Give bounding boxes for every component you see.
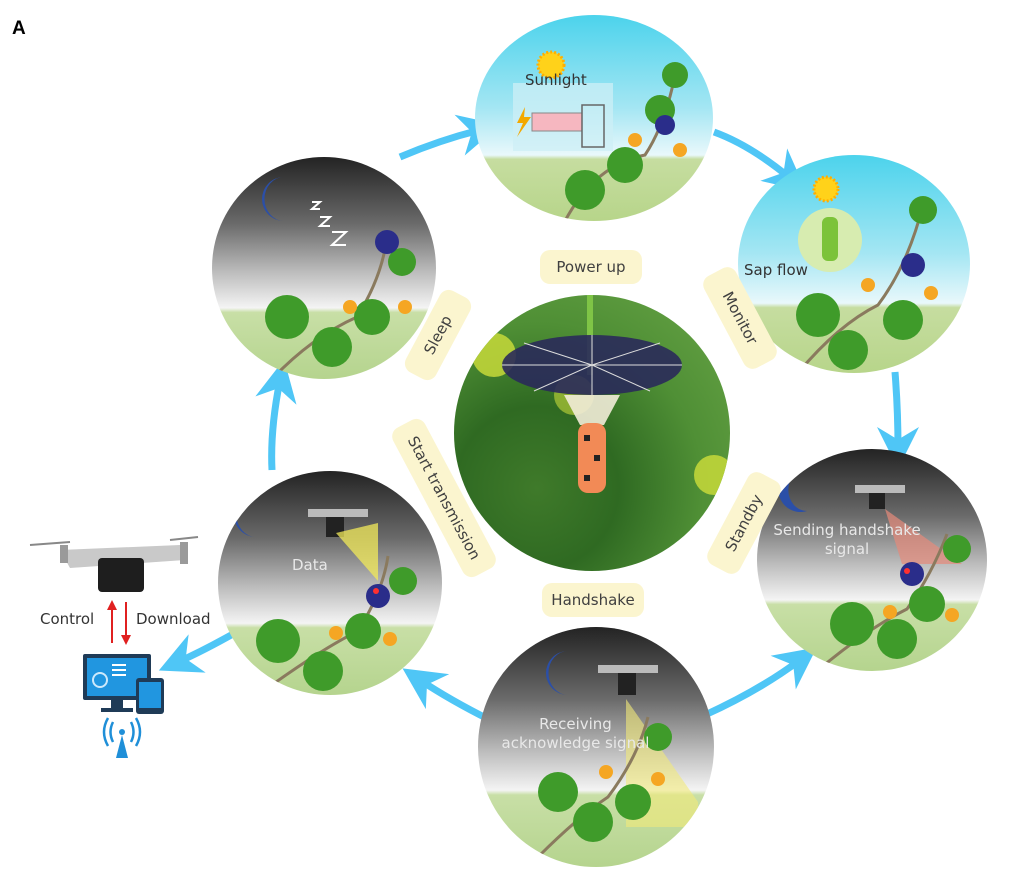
panel-label: A xyxy=(12,18,26,39)
antenna-tower-icon xyxy=(102,717,142,758)
arrow-monitor-to-standby xyxy=(876,371,919,469)
tag-power-up: Power up xyxy=(540,250,642,284)
arrow-standby-to-handshake xyxy=(703,647,817,719)
data-beam-icon xyxy=(336,523,378,581)
scene-start-transmission: Data xyxy=(218,471,442,695)
arrow-powerup-to-monitor xyxy=(712,128,807,192)
plant-icon xyxy=(816,533,949,671)
flower-sensor-photo xyxy=(454,295,730,571)
zzz-icon xyxy=(309,201,349,246)
scene-standby: Sending handshake signal xyxy=(757,449,987,671)
moon-icon xyxy=(778,468,807,512)
lightning-icon xyxy=(517,107,531,137)
drone-icon xyxy=(598,665,658,695)
drone-icon xyxy=(855,485,905,509)
plant-icon xyxy=(796,204,925,373)
sun-icon xyxy=(812,175,840,203)
download-label: Download xyxy=(136,610,211,628)
scene-power-up: Sunlight xyxy=(475,15,713,221)
scene-monitor: Sap flow xyxy=(738,155,970,373)
sun-icon xyxy=(536,50,566,80)
plant-icon xyxy=(536,716,650,859)
tablet-icon xyxy=(136,678,164,714)
scene-text-handshake-signal: Sending handshake signal xyxy=(773,521,921,558)
scene-text-data: Data xyxy=(292,556,328,574)
sensor-cylinder-icon xyxy=(822,217,838,261)
scene-text-acknowledge-signal: Receiving acknowledge signal xyxy=(501,715,650,752)
computer-monitor-icon xyxy=(83,654,151,712)
scene-sleep xyxy=(212,157,436,379)
drone-icon xyxy=(308,509,368,537)
arrow-sleep-to-powerup xyxy=(398,114,501,161)
scene-text-sap-flow: Sap flow xyxy=(744,261,808,279)
scene-text-sunlight: Sunlight xyxy=(525,71,587,89)
scene-handshake: Receiving acknowledge signal xyxy=(478,627,714,867)
arrow-transmission-to-sleep xyxy=(255,359,297,471)
signal-beam-icon xyxy=(885,509,962,564)
drone-icon xyxy=(29,536,199,592)
tag-handshake: Handshake xyxy=(542,583,644,617)
control-label: Control xyxy=(40,610,95,628)
